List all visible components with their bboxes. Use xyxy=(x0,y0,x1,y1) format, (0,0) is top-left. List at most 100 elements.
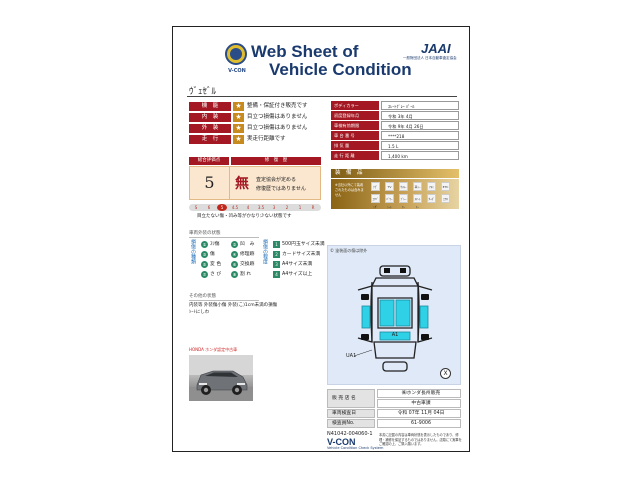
dealer-row: 車両検査日令和 07年 11月 04日 xyxy=(327,409,461,418)
damage-type-text: 割 れ xyxy=(240,272,252,277)
condition-label: 外 装 xyxy=(189,124,231,133)
spec-key: 車検有効期限 xyxy=(331,121,379,130)
equipment-item: ｻﾝﾙｰﾌ xyxy=(399,182,408,197)
spec-value: ****218 xyxy=(381,131,459,140)
condition-label: 内 装 xyxy=(189,113,231,122)
dealer-key: 車両検査日 xyxy=(327,409,375,418)
spec-row: 初度登録年月令和 3年 4月 xyxy=(331,111,459,120)
spec-value: 令和 3年 4月 xyxy=(381,111,459,120)
spec-value: ｽﾚｰﾄｸﾞﾚｰ ﾊﾟｰﾙ xyxy=(381,101,459,110)
spec-key: 走 行 距 離 xyxy=(331,151,379,160)
score-label: 総合評価点 xyxy=(189,157,229,165)
damage-degree-icon: 4 xyxy=(273,271,280,278)
footer-disclaimer: 本書に記載の内容は車両状態を表示したものであり、修理・補修を保証するものではあり… xyxy=(379,433,462,447)
suv-image-icon xyxy=(189,355,253,401)
comment-line-2: ｼｰﾄにしわ xyxy=(189,310,210,315)
damage-type-text: さ び xyxy=(210,272,222,277)
damage-type-icon: ⑤ xyxy=(201,261,208,268)
overall-score: 5 xyxy=(190,167,230,199)
spec-value: 1,400 km xyxy=(381,151,459,160)
star-icon: ★ xyxy=(233,102,244,111)
comment-line-1: 内装等 外装傷小傷 外装(こ)1cm未満の損傷 xyxy=(189,303,278,308)
equipment-item: ﾅﾋﾞ xyxy=(371,182,380,191)
damage-degree-icon: 3 xyxy=(273,261,280,268)
condition-text: 目立つ損傷はありません xyxy=(247,125,308,131)
spec-value: 1.5 L xyxy=(381,141,459,150)
dealer-key: 検査員No. xyxy=(327,419,375,428)
condition-row: 内 装 ★ 目立つ損傷はありません xyxy=(189,113,329,122)
damage-degree-text: A4サイズ以上 xyxy=(282,272,313,277)
diagram-note: © 塗装面の傷は除外 xyxy=(330,248,368,253)
grade-note: 目立たない傷・凹み等がかなり少ない状態です xyxy=(197,214,292,219)
equipment-note: ※当社以外にて装着されたものは含みません xyxy=(335,183,364,197)
evaluation-header: 総合評価点 修 復 歴 xyxy=(189,157,321,165)
grade-step: 2 xyxy=(285,205,289,210)
equipment-box: ※当社以外にて装着されたものは含みません ﾅﾋﾞTVｻﾝﾙｰﾌ革ｼｰﾄｱﾙﾐET… xyxy=(331,179,459,209)
condition-text: 実走行距離です xyxy=(247,136,286,142)
damage-degree-label: 損傷の程度 xyxy=(262,239,268,264)
evaluation-box: 5 無 査定協会が定める 修復歴ではありません xyxy=(189,166,321,200)
dealer-value: 令和 07年 11月 04日 xyxy=(377,409,461,418)
sheet-title-line1: Web Sheet of xyxy=(251,42,359,61)
damage-type-text: 修理跡 xyxy=(240,252,255,257)
car-body-diagram-icon: A1 UA1 xyxy=(346,265,433,372)
damage-type-icon: ⑦ xyxy=(201,271,208,278)
condition-row: 機 能 ★ 整備・保証付き販売です xyxy=(189,102,329,111)
document-id: N41042-004060-1 xyxy=(327,431,373,437)
condition-text: 目立つ損傷はありません xyxy=(247,114,308,120)
grade-step: 4 xyxy=(246,205,250,210)
photo-caption: HONDA ホンダ認定中古車 xyxy=(189,347,238,352)
spec-key: 排 気 量 xyxy=(331,141,379,150)
damage-type-text: 交換跡 xyxy=(240,262,255,267)
history-label: 修 復 歴 xyxy=(231,157,321,165)
star-icon: ★ xyxy=(233,124,244,133)
repair-history-none: 無 xyxy=(235,176,249,192)
equipment-item: ETC xyxy=(441,182,450,191)
vehicle-condition-sheet: V-CON Web Sheet of Vehicle Condition JAA… xyxy=(172,26,470,452)
diagram-close-button[interactable]: X xyxy=(440,368,451,379)
grade-step: 3.5 xyxy=(257,205,265,210)
equipment-item: TV xyxy=(385,182,394,191)
dealer-info: 販 売 店 名㈱ホンダ長州販売 中古車課 車両検査日令和 07年 11月 04日… xyxy=(327,389,461,428)
star-icon: ★ xyxy=(233,135,244,144)
damage-degree-icon: 2 xyxy=(273,251,280,258)
repair-history-desc-2: 修復歴ではありません xyxy=(256,186,306,192)
star-icon: ★ xyxy=(233,113,244,122)
jaai-logo: JAAI xyxy=(421,41,451,56)
grade-step: R xyxy=(311,205,315,210)
damage-degree-text: 500円玉サイズ未満 xyxy=(282,242,325,247)
repair-history-desc-1: 査定協会が定める xyxy=(256,177,297,183)
jaai-subtitle: 一般財団法人 日本自動車査定協会 xyxy=(403,56,457,60)
dealer-value: 61-9006 xyxy=(377,419,461,428)
damage-degree-icon: 1 xyxy=(273,241,280,248)
equipment-item: ｴｱﾊﾞｯｸﾞ xyxy=(371,194,380,209)
spec-row: ボディカラーｽﾚｰﾄｸﾞﾚｰ ﾊﾟｰﾙ xyxy=(331,101,459,110)
damage-diagram: © 塗装面の傷は除外 xyxy=(327,245,461,385)
vehicle-photo[interactable] xyxy=(189,355,253,401)
spec-key: ボディカラー xyxy=(331,101,379,110)
condition-label: 機 能 xyxy=(189,102,231,111)
diagram-label-a1: A1 xyxy=(392,332,399,338)
equipment-header: 装 備 品 xyxy=(331,169,459,178)
damage-type-icon: ② xyxy=(231,241,238,248)
spec-key: 車 台 番 号 xyxy=(331,131,379,140)
exterior-section-title: 車両外装の状態 xyxy=(189,230,259,238)
dealer-row: 販 売 店 名㈱ホンダ長州販売 xyxy=(327,389,461,408)
spec-key: 初度登録年月 xyxy=(331,111,379,120)
grade-step: 5 xyxy=(217,204,227,211)
diagram-label-ua1: UA1 xyxy=(346,353,356,359)
vcon-footer-logo: V-CON xyxy=(327,437,356,447)
spec-row: 車検有効期限令和 9年 4月 26日 xyxy=(331,121,459,130)
vcon-badge-icon xyxy=(225,43,247,65)
equipment-item: ﾊﾟﾜｰｼｰﾄ xyxy=(385,194,394,209)
